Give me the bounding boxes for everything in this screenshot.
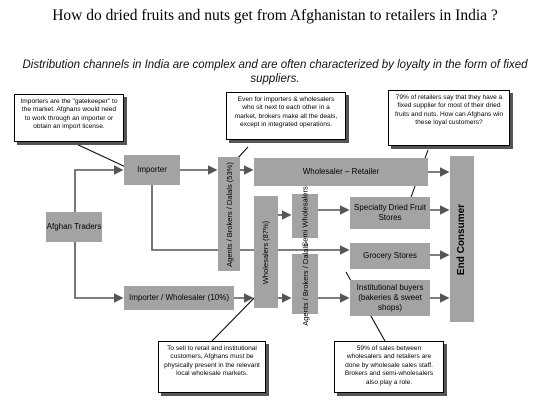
node-end-consumer: End Consumer [450,156,474,322]
arrow-traders-importer-wholesaler [74,242,124,303]
callout-pointer-gatekeeper [71,141,129,169]
node-importer: Importer [124,155,180,185]
node-wholesalers: Wholesalers (87%) [254,196,278,308]
node-institutional-buyers: Institutional buyers (bakeries & sweet s… [350,280,430,316]
node-importer-wholesaler: Importer / Wholesaler (10%) [124,286,234,310]
callout-fixed-supplier: 79% of retailers say that they have a fi… [388,90,510,146]
callout-pointer-present [211,289,263,342]
node-grocery-stores: Grocery Stores [350,243,430,269]
callout-physically-present: To sell to retail and institutional cust… [158,341,266,393]
node-agents-brokers-top: Agents / Brokers / Dalals (53%) [218,157,240,271]
arrow-importer-grocery [151,185,350,255]
page-title: How do dried fruits and nuts get from Af… [52,7,498,24]
arrow-traders-importer [74,165,124,212]
callout-sales-between: 59% of sales between wholesalers and ret… [334,341,444,393]
node-semi-wholesalers: Semi Wholesalers [292,186,318,246]
callout-brokers-all-deals: Even for importers & wholesalers who sit… [226,92,346,140]
node-specialty-stores: Specialty Dried Fruit Stores [350,197,430,229]
node-wholesaler-retailer: Wholesaler – Retailer [254,158,428,186]
node-afghan-traders: Afghan Traders [46,212,102,242]
page-subtitle: Distribution channels in India are compl… [22,59,528,85]
node-agents-brokers-bottom: Agents / Brokers / Dalals [292,243,318,325]
callout-importers-gatekeeper: Importers are the "gatekeeper" to the ma… [14,94,124,142]
